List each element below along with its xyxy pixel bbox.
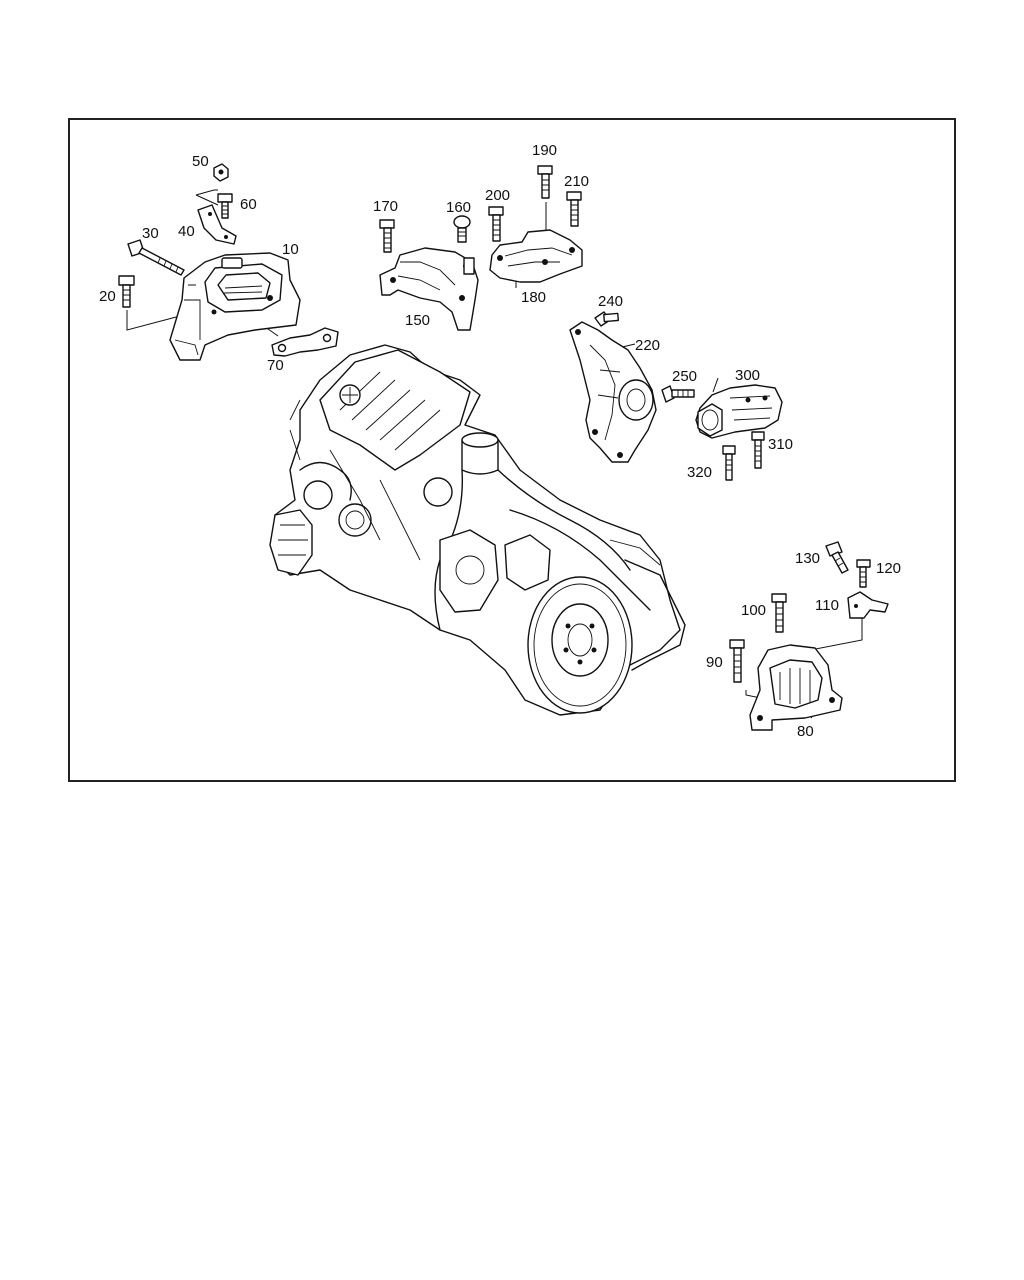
callout-250: 250 [672, 368, 697, 385]
part-30-long-bolt [127, 239, 185, 276]
part-120-bolt [856, 559, 871, 588]
callout-labels: 10 20 30 40 50 60 70 80 90 100 110 120 1… [99, 142, 901, 740]
part-180-bracket [489, 229, 583, 283]
part-310-bolt [751, 431, 765, 469]
part-90-bolt [729, 639, 745, 683]
part-10-engine-mount [169, 252, 301, 361]
part-250-bolt [661, 385, 695, 403]
callout-320: 320 [687, 464, 712, 481]
callout-200: 200 [485, 187, 510, 204]
callout-240: 240 [598, 293, 623, 310]
callout-190: 190 [532, 142, 557, 159]
callout-40: 40 [178, 223, 195, 240]
part-20-bolt [118, 275, 135, 308]
part-60-bolt [217, 193, 233, 219]
part-300-mount [695, 384, 783, 439]
callout-130: 130 [795, 550, 820, 567]
callout-50: 50 [192, 153, 209, 170]
part-160-stud [453, 215, 471, 243]
callout-220: 220 [635, 337, 660, 354]
part-220-bracket [569, 321, 657, 463]
part-70-plate [271, 327, 339, 357]
callout-60: 60 [240, 196, 257, 213]
callout-150: 150 [405, 312, 430, 329]
part-110-bracket [847, 591, 889, 619]
callout-120: 120 [876, 560, 901, 577]
part-100-bolt [771, 593, 787, 633]
part-170-bolt [379, 219, 395, 253]
part-80-mount [749, 644, 843, 731]
callout-30: 30 [142, 225, 159, 242]
callout-10: 10 [282, 241, 299, 258]
callout-170: 170 [373, 198, 398, 215]
part-150-bracket [379, 247, 479, 331]
part-50-nut [213, 163, 229, 182]
part-320-bolt [722, 445, 736, 481]
callout-90: 90 [706, 654, 723, 671]
callout-100: 100 [741, 602, 766, 619]
callout-20: 20 [99, 288, 116, 305]
callout-80: 80 [797, 723, 814, 740]
part-200-bolt [488, 206, 504, 242]
callout-110: 110 [815, 597, 839, 614]
part-40-bracket [197, 204, 237, 245]
callout-310: 310 [768, 436, 793, 453]
part-130-bolt [825, 541, 849, 574]
callout-70: 70 [267, 357, 284, 374]
callout-300: 300 [735, 367, 760, 384]
callout-180: 180 [521, 289, 546, 306]
part-190-bolt [537, 165, 553, 199]
callout-160: 160 [446, 199, 471, 216]
engine-assembly [269, 344, 686, 716]
part-210-bolt [566, 191, 582, 227]
part-240-bolt [594, 311, 620, 327]
callout-210: 210 [564, 173, 589, 190]
